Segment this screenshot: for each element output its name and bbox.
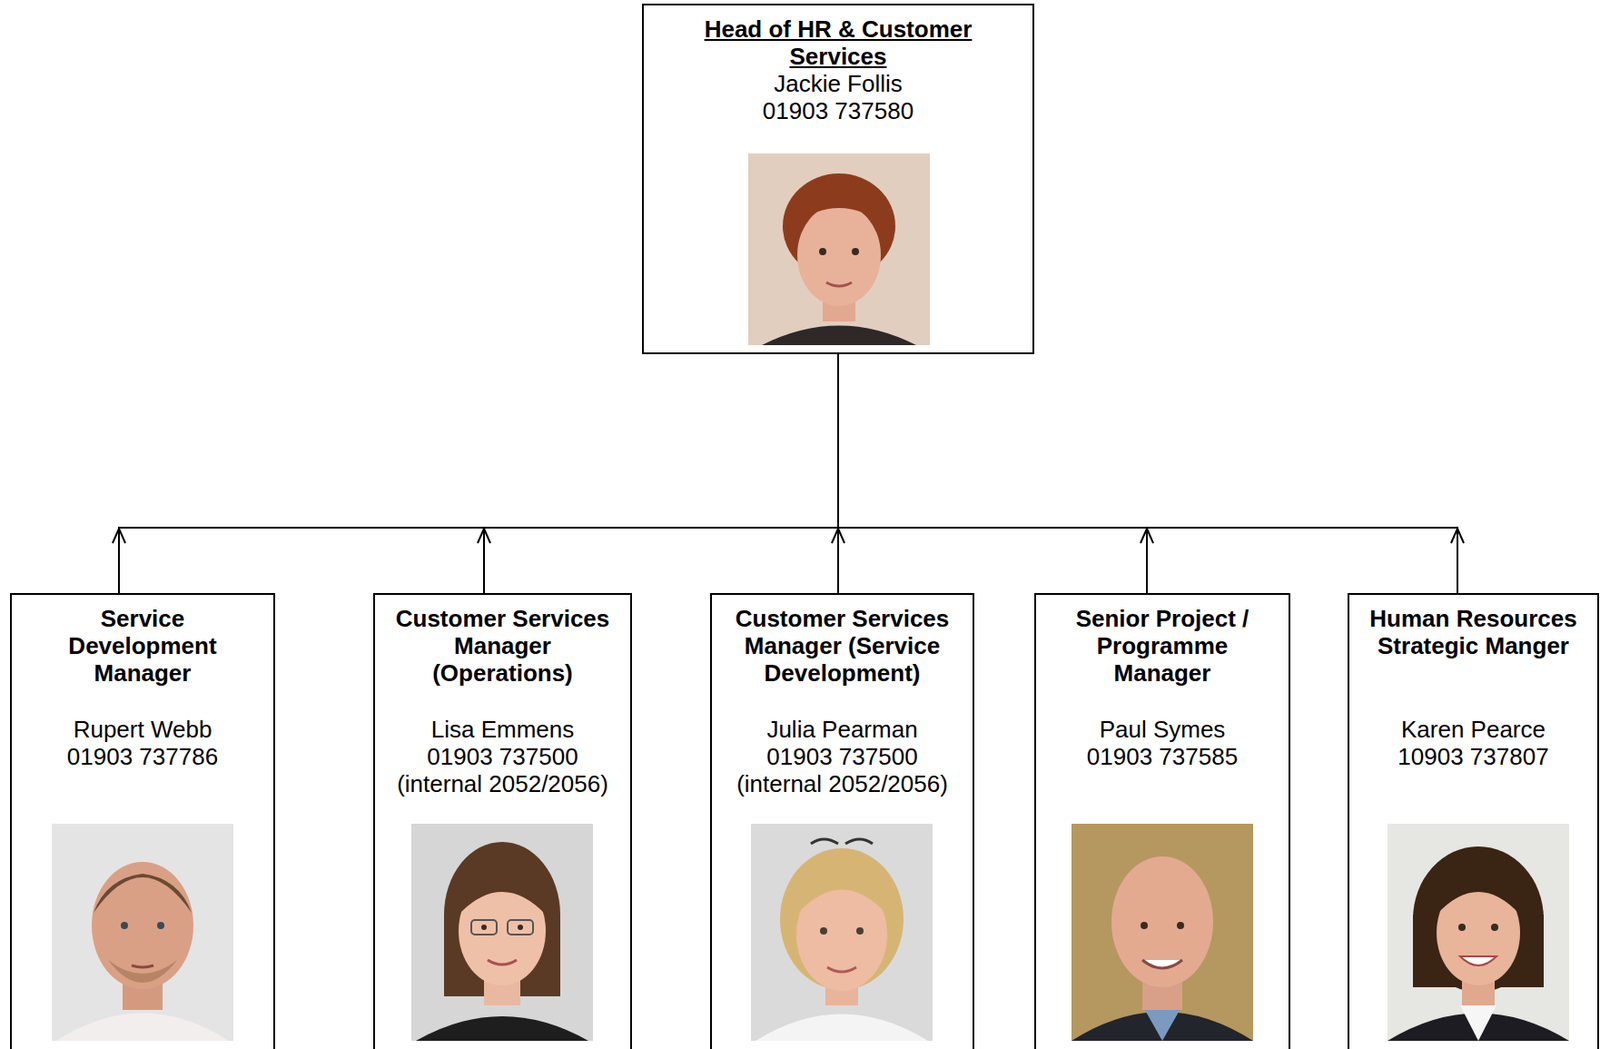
person-name: Karen Pearce xyxy=(1365,715,1581,743)
connector-line xyxy=(838,354,1458,593)
arrow-head xyxy=(831,528,845,544)
head-box: Head of HR & Customer ServicesJackie Fol… xyxy=(641,3,1035,355)
connector-line xyxy=(838,354,1147,593)
phone-number: 01903 737500 xyxy=(391,742,614,771)
job-title: Human Resources Strategic Manger xyxy=(1365,604,1581,716)
connector-line xyxy=(483,354,839,593)
portrait-photo xyxy=(51,823,234,1041)
phone-number: 01903 737500 xyxy=(728,742,957,771)
job-title: Customer Services Manager (Service Devel… xyxy=(728,604,957,716)
person-name: Lisa Emmens xyxy=(391,715,614,743)
reporting-line xyxy=(112,354,839,593)
person-name: Rupert Webb xyxy=(28,715,257,743)
person-name: Paul Symes xyxy=(1052,715,1273,743)
arrow-head xyxy=(477,528,491,544)
person-name: Julia Pearman xyxy=(728,715,957,743)
reporting-line xyxy=(477,354,839,593)
arrow-head xyxy=(1451,528,1464,544)
phone-number: 01903 737786 xyxy=(28,742,257,771)
portrait-photo xyxy=(750,823,933,1041)
phone-number: 10903 737807 xyxy=(1365,742,1581,771)
portrait-photo xyxy=(1387,823,1570,1041)
phone-number: (internal 2052/2056) xyxy=(728,770,957,798)
reporting-line xyxy=(838,354,1464,593)
portrait-photo xyxy=(748,153,930,346)
staff-box: Senior Project / Programme ManagerPaul S… xyxy=(1034,592,1291,1049)
phone-number: 01903 737585 xyxy=(1052,742,1273,771)
staff-box: Customer Services Manager (Operations)Li… xyxy=(373,592,633,1049)
arrow-head xyxy=(1140,528,1154,544)
job-title: Service Development Manager xyxy=(28,604,257,716)
connector-line xyxy=(118,354,839,593)
staff-box: Human Resources Strategic MangerKaren Pe… xyxy=(1347,592,1600,1049)
job-title: Head of HR & Customer Services xyxy=(680,15,997,70)
reporting-line xyxy=(838,354,1154,593)
person-name: Jackie Follis xyxy=(680,69,997,98)
arrow-head xyxy=(112,528,126,544)
job-title: Senior Project / Programme Manager xyxy=(1052,604,1273,716)
portrait-photo xyxy=(411,823,593,1041)
portrait-photo xyxy=(1071,823,1254,1041)
job-title: Customer Services Manager (Operations) xyxy=(391,604,614,716)
phone-number: (internal 2052/2056) xyxy=(391,770,614,798)
phone-number: 01903 737580 xyxy=(680,97,997,125)
staff-box: Customer Services Manager (Service Devel… xyxy=(710,592,975,1049)
staff-box: Service Development ManagerRupert Webb01… xyxy=(9,592,276,1049)
